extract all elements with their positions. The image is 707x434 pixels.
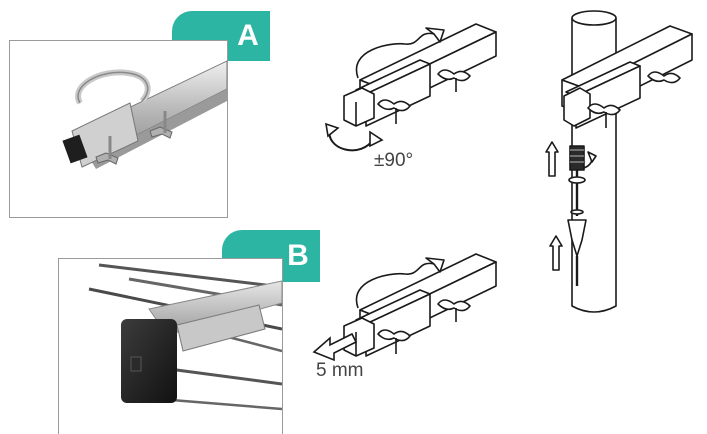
clamp-drawing-offset <box>312 253 497 362</box>
photo-a <box>9 40 228 218</box>
photo-b <box>58 258 283 434</box>
clamp-photo-a <box>62 60 227 169</box>
mount-photo-b <box>88 263 282 411</box>
mast-assembly-drawing <box>545 10 693 313</box>
offset-label: 5 mm <box>316 360 364 381</box>
clamp-drawing-rotate <box>324 23 497 152</box>
rotation-label: ±90° <box>374 150 414 171</box>
badge-b-label: B <box>287 239 309 272</box>
badge-a-label: A <box>237 19 259 52</box>
